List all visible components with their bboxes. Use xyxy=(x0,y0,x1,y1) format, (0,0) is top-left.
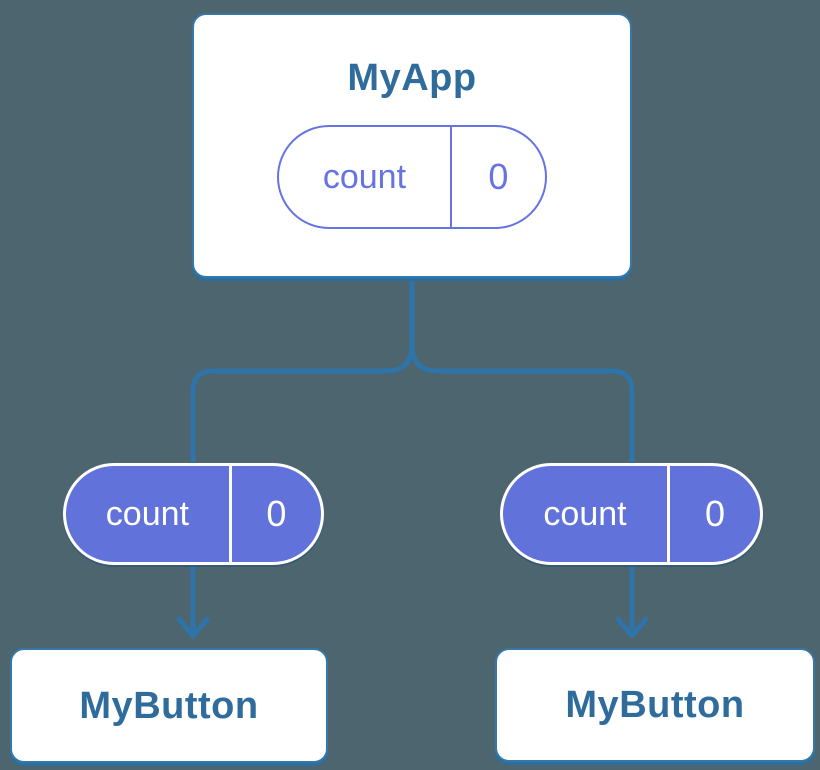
prop-pill-name: count xyxy=(66,466,232,562)
fork-connector xyxy=(190,278,635,465)
component-node-mybutton-right: MyButton xyxy=(495,648,815,762)
prop-pill-name: count xyxy=(503,466,671,562)
prop-pill-value: 0 xyxy=(266,493,287,534)
component-node-myapp: MyApp count 0 xyxy=(192,13,632,278)
prop-pill-value: 0 xyxy=(705,493,726,534)
arrow-left-icon xyxy=(176,563,210,639)
component-node-mybutton-left: MyButton xyxy=(10,648,328,763)
prop-pill-left: count 0 xyxy=(63,463,324,565)
prop-pill-right: count 0 xyxy=(500,463,763,565)
state-pill-name: count xyxy=(279,127,452,227)
state-pill-value: 0 xyxy=(488,156,509,197)
state-pill: count 0 xyxy=(277,125,547,229)
component-title: MyApp xyxy=(347,57,477,99)
component-title: MyButton xyxy=(565,684,745,726)
component-title: MyButton xyxy=(79,684,259,727)
arrow-right-icon xyxy=(615,563,649,639)
